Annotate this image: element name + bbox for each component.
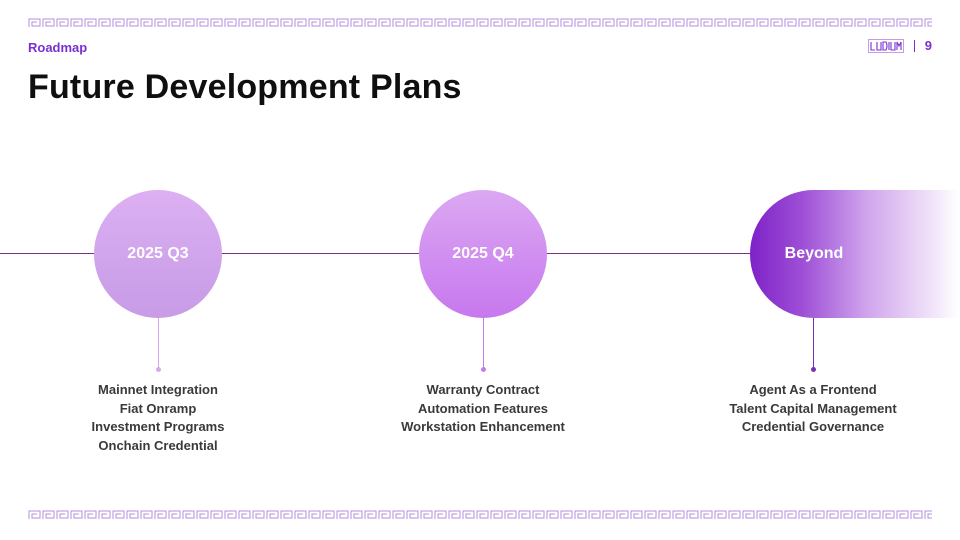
milestone-2025-q4: 2025 Q4 bbox=[419, 190, 547, 318]
feature-list-2025-q4: Warranty Contract Automation Features Wo… bbox=[363, 381, 603, 437]
feature-item: Automation Features bbox=[417, 400, 548, 416]
feature-list-beyond: Agent As a Frontend Talent Capital Manag… bbox=[693, 381, 933, 437]
page-number: 9 bbox=[924, 38, 932, 53]
milestone-label: Beyond bbox=[784, 245, 844, 262]
connector-dot bbox=[156, 367, 161, 372]
milestone-connector bbox=[481, 318, 486, 372]
feature-item: Investment Programs bbox=[91, 419, 225, 434]
feature-item: Credential Governance bbox=[741, 419, 885, 434]
header-right: 9 bbox=[867, 38, 932, 53]
page-title: Future Development Plans bbox=[28, 68, 462, 106]
milestone-label: 2025 Q4 bbox=[452, 245, 514, 262]
milestone-beyond: Beyond bbox=[750, 190, 878, 318]
top-decorative-border bbox=[28, 18, 932, 28]
feature-item: Agent As a Frontend bbox=[749, 382, 877, 397]
connector-dot bbox=[811, 367, 816, 372]
milestone-2025-q3: 2025 Q3 bbox=[94, 190, 222, 318]
feature-item: Workstation Enhancement bbox=[401, 419, 565, 434]
ludium-logo bbox=[867, 38, 904, 53]
feature-item: Mainnet Integration bbox=[98, 382, 218, 397]
bottom-decorative-border bbox=[28, 510, 932, 520]
feature-item: Onchain Credential bbox=[98, 437, 218, 453]
feature-list-2025-q3: Mainnet Integration Fiat Onramp Investme… bbox=[38, 381, 278, 455]
header-divider bbox=[913, 39, 915, 52]
timeline-line bbox=[0, 253, 750, 254]
milestone-label: 2025 Q3 bbox=[127, 245, 189, 262]
feature-item: Talent Capital Management bbox=[729, 400, 897, 416]
milestone-beyond-shape bbox=[750, 190, 960, 318]
section-label: Roadmap bbox=[28, 40, 88, 55]
connector-dot bbox=[481, 367, 486, 372]
milestone-connector bbox=[156, 318, 161, 372]
milestone-connector bbox=[811, 318, 816, 372]
feature-item: Warranty Contract bbox=[426, 382, 540, 397]
feature-item: Fiat Onramp bbox=[119, 400, 197, 416]
